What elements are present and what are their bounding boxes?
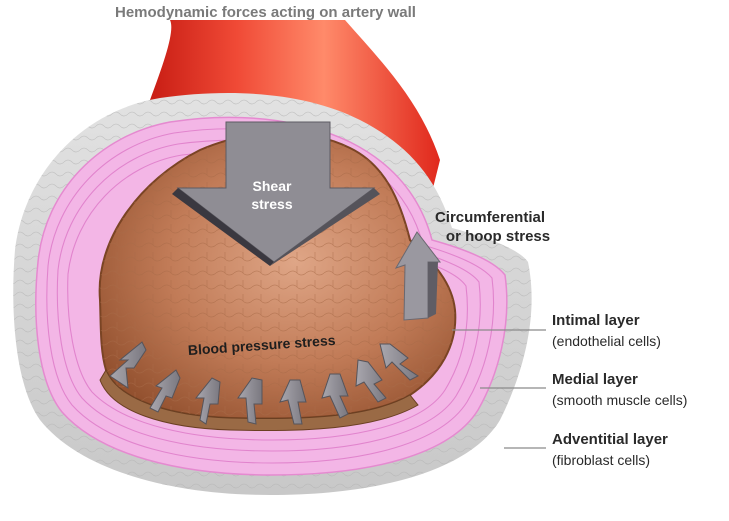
diagram-title: Hemodynamic forces acting on artery wall xyxy=(115,4,416,21)
bp-arrow xyxy=(149,369,181,413)
hoop-stress-arrow xyxy=(394,231,442,321)
bp-arrow xyxy=(237,377,263,425)
adventitial-layer-name: Adventitial layer xyxy=(552,431,668,448)
hoop-stress-label-line1: Circumferential xyxy=(435,209,545,226)
shear-stress-label-line1: Shear xyxy=(253,178,292,194)
bp-arrow xyxy=(279,379,307,425)
bp-arrow xyxy=(379,343,419,381)
bp-arrow xyxy=(109,341,147,390)
adventitial-layer-detail: (fibroblast cells) xyxy=(552,452,651,468)
bp-arrow xyxy=(321,373,349,419)
blood-pressure-arrows xyxy=(109,341,419,425)
medial-layer-label: Medial layer (smooth muscle cells) xyxy=(552,370,687,410)
medial-layer-name: Medial layer xyxy=(552,371,638,388)
adventitial-layer-label: Adventitial layer (fibroblast cells) xyxy=(552,430,668,470)
intimal-layer-name: Intimal layer xyxy=(552,312,640,329)
bp-arrow xyxy=(194,377,221,425)
intimal-layer-label: Intimal layer (endothelial cells) xyxy=(552,311,661,351)
intimal-layer-detail: (endothelial cells) xyxy=(552,333,661,349)
medial-layer-detail: (smooth muscle cells) xyxy=(552,392,688,408)
shear-stress-arrow xyxy=(172,121,380,266)
shear-stress-label-line2: stress xyxy=(251,196,292,212)
bp-arrow xyxy=(355,359,387,403)
hoop-stress-label-line2: or hoop stress xyxy=(446,228,550,245)
